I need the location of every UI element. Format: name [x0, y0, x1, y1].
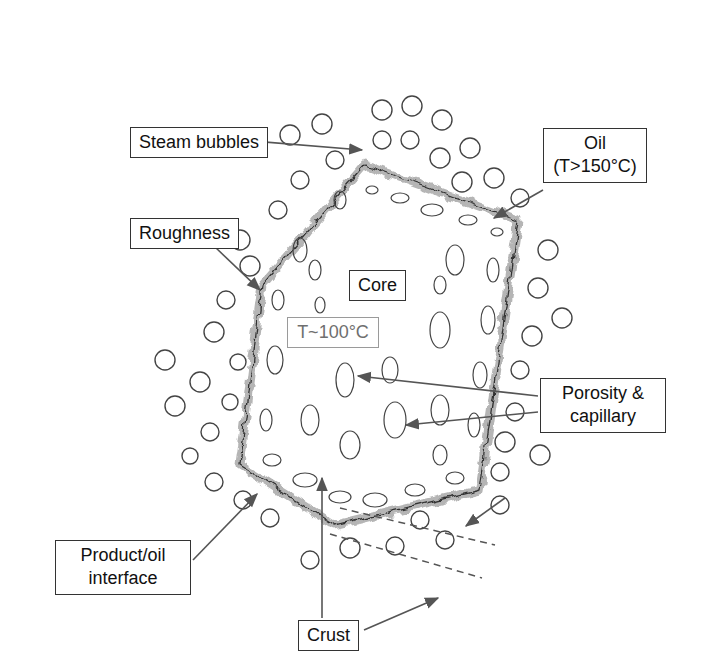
product-outline — [240, 165, 518, 525]
pores — [260, 186, 503, 507]
crust-band — [240, 165, 518, 525]
label-box: Oil (T>150°C) — [543, 128, 647, 183]
label-box: Roughness — [130, 218, 239, 249]
label-text: Core — [358, 274, 397, 297]
label-text: Steam bubbles — [139, 131, 259, 154]
label-text: T~100°C — [296, 321, 370, 344]
label-box: Product/oil interface — [55, 540, 191, 595]
temperature-box: T~100°C — [287, 317, 379, 348]
leader-arrows — [193, 141, 543, 630]
core-box: Core — [349, 270, 406, 301]
label-box: Crust — [298, 620, 359, 651]
steam-bubbles — [155, 96, 572, 569]
label-text: Roughness — [139, 222, 230, 245]
label-text: Product/oil interface — [64, 544, 182, 591]
crust-thickness-lines — [330, 508, 495, 578]
label-text: Oil (T>150°C) — [552, 132, 638, 179]
label-box: Porosity & capillary — [540, 378, 666, 433]
label-text: Crust — [307, 624, 350, 647]
label-text: Porosity & capillary — [549, 382, 657, 429]
label-box: Steam bubbles — [130, 127, 268, 158]
